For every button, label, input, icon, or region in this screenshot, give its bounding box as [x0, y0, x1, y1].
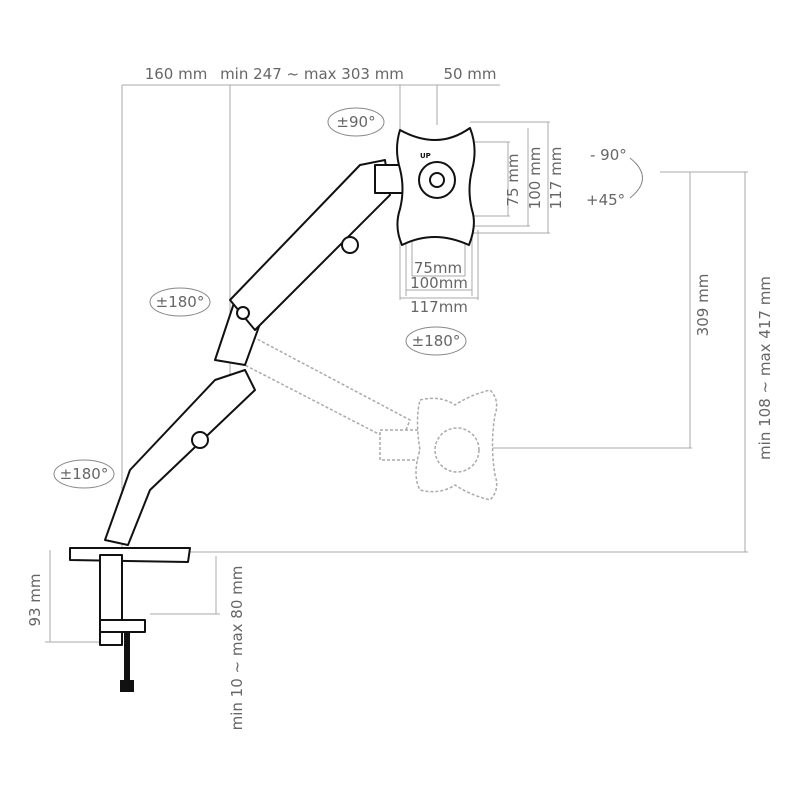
plate-swivel-label: ±180°	[412, 332, 461, 350]
clamp-base-plate	[69, 547, 191, 563]
vesa-v-100-label: 100 mm	[526, 147, 544, 210]
monitor-arm	[69, 159, 406, 692]
lower-arm	[104, 369, 256, 546]
vesa-v-117-label: 117 mm	[547, 147, 565, 210]
vesa-v-75-label: 75 mm	[504, 153, 522, 206]
up-mark: UP	[420, 152, 431, 160]
tilt-down-label: +45°	[586, 191, 625, 209]
arm-reach-label: min 247 ~ max 303 mm	[220, 65, 404, 83]
vesa-h-117-label: 117mm	[410, 298, 468, 316]
tilt-arrow-icon	[629, 157, 643, 199]
vertical-travel-label: 309 mm	[694, 274, 712, 337]
dimension-labels: 160 mm min 247 ~ max 303 mm 50 mm 75 mm …	[26, 65, 774, 730]
lowered-arm-ghost	[234, 328, 498, 501]
vesa-plate: UP	[396, 127, 476, 246]
rotation-badges: ±90° ±180° ±180° ±180° - 90° +45°	[53, 107, 643, 489]
base-swivel-label: ±180°	[60, 465, 109, 483]
base-to-pole-label: 160 mm	[145, 65, 208, 83]
clamp-height-label: 93 mm	[26, 573, 44, 626]
upper-arm-swivel-label: ±180°	[156, 293, 205, 311]
tilt-up-label: - 90°	[590, 146, 627, 164]
upper-arm	[229, 159, 391, 331]
vesa-h-100-label: 100mm	[410, 274, 468, 292]
clamp-screw-plate	[99, 619, 146, 633]
desk-thickness-label: min 10 ~ max 80 mm	[228, 566, 246, 731]
height-range-label: min 108 ~ max 417 mm	[756, 276, 774, 460]
dimension-lines	[45, 84, 748, 643]
plate-offset-label: 50 mm	[443, 65, 496, 83]
clamp-knob	[120, 680, 134, 692]
plate-rotation-label: ±90°	[336, 113, 375, 131]
vesa-h-75-label: 75mm	[414, 259, 462, 277]
